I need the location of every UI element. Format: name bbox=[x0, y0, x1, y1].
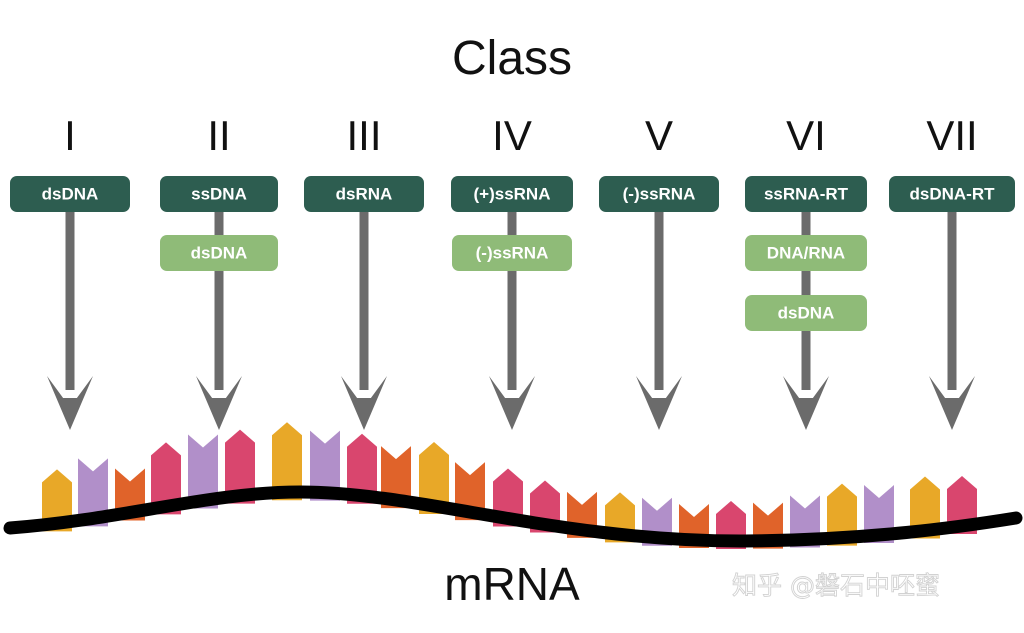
mrna-nucleotide bbox=[827, 483, 857, 546]
genome-type-box-label: dsDNA-RT bbox=[910, 184, 996, 203]
mrna-nucleotide bbox=[188, 434, 218, 509]
genome-type-box-label: ssDNA bbox=[191, 184, 247, 203]
class-column-vi: VI DNA/RNA dsDNA ssRNA-RT bbox=[745, 112, 867, 430]
genome-type-box bbox=[304, 176, 424, 212]
replication-stem-line bbox=[654, 208, 664, 390]
class-column-vii: VII dsDNA-RT bbox=[889, 112, 1015, 430]
mrna-nucleotide bbox=[272, 422, 302, 501]
genome-type-box bbox=[160, 176, 278, 212]
mrna-nucleotide bbox=[78, 458, 108, 527]
class-column-ii: II dsDNA ssDNA bbox=[160, 112, 278, 430]
page-title: Class bbox=[452, 32, 572, 85]
genome-type-box-label: (-)ssRNA bbox=[623, 184, 696, 203]
arrow-head-icon bbox=[929, 376, 975, 430]
mrna-label: mRNA bbox=[444, 558, 580, 610]
replication-stem-line bbox=[214, 208, 224, 390]
replication-stem-line bbox=[947, 208, 957, 390]
class-numeral: III bbox=[346, 112, 381, 159]
replication-stem-line bbox=[359, 208, 369, 390]
class-numeral: II bbox=[207, 112, 230, 159]
class-column-iii: III dsRNA bbox=[304, 112, 424, 430]
intermediate-box-label: dsDNA bbox=[778, 303, 835, 322]
intermediate-box-label: dsDNA bbox=[191, 243, 248, 262]
class-column-iv: IV (-)ssRNA (+)ssRNA bbox=[451, 112, 573, 430]
arrow-head-icon bbox=[196, 376, 242, 430]
intermediate-box bbox=[160, 235, 278, 271]
intermediate-box bbox=[452, 235, 572, 271]
class-columns-group: IdsDNAIIdsDNAssDNAIIIdsRNAIV(-)ssRNA(+)s… bbox=[10, 112, 1015, 430]
genome-type-box bbox=[889, 176, 1015, 212]
class-numeral: VI bbox=[786, 112, 826, 159]
class-numeral: I bbox=[64, 112, 76, 159]
class-numeral: V bbox=[645, 112, 673, 159]
arrow-head-icon bbox=[489, 376, 535, 430]
replication-stem-line bbox=[65, 208, 75, 390]
genome-type-box bbox=[451, 176, 573, 212]
mrna-backbone bbox=[3, 485, 1023, 548]
intermediate-box-label: (-)ssRNA bbox=[476, 243, 549, 262]
intermediate-box-label: DNA/RNA bbox=[767, 243, 845, 262]
genome-type-box-label: (+)ssRNA bbox=[474, 184, 551, 203]
genome-type-box bbox=[745, 176, 867, 212]
genome-type-box-label: dsDNA bbox=[42, 184, 99, 203]
arrow-head-icon bbox=[341, 376, 387, 430]
class-numeral: VII bbox=[926, 112, 977, 159]
mrna-nucleotide bbox=[225, 429, 255, 504]
class-numeral: IV bbox=[492, 112, 532, 159]
class-column-v: V (-)ssRNA bbox=[599, 112, 719, 430]
mrna-nucleotide bbox=[151, 442, 181, 515]
mrna-nucleotide bbox=[347, 433, 377, 504]
intermediate-box bbox=[745, 295, 867, 331]
arrow-head-icon bbox=[636, 376, 682, 430]
replication-stem-line bbox=[507, 208, 517, 390]
mrna-nucleotide bbox=[419, 441, 449, 514]
genome-type-box bbox=[10, 176, 130, 212]
intermediate-box bbox=[745, 235, 867, 271]
mrna-nucleotide bbox=[310, 430, 340, 501]
genome-type-box-label: dsRNA bbox=[336, 184, 393, 203]
arrow-head-icon bbox=[783, 376, 829, 430]
watermark-label: 知乎 @磐石中呸蜜 bbox=[732, 571, 940, 600]
mrna-nucleotide bbox=[910, 476, 940, 539]
genome-type-box bbox=[599, 176, 719, 212]
genome-type-box-label: ssRNA-RT bbox=[764, 184, 849, 203]
arrow-head-icon bbox=[47, 376, 93, 430]
